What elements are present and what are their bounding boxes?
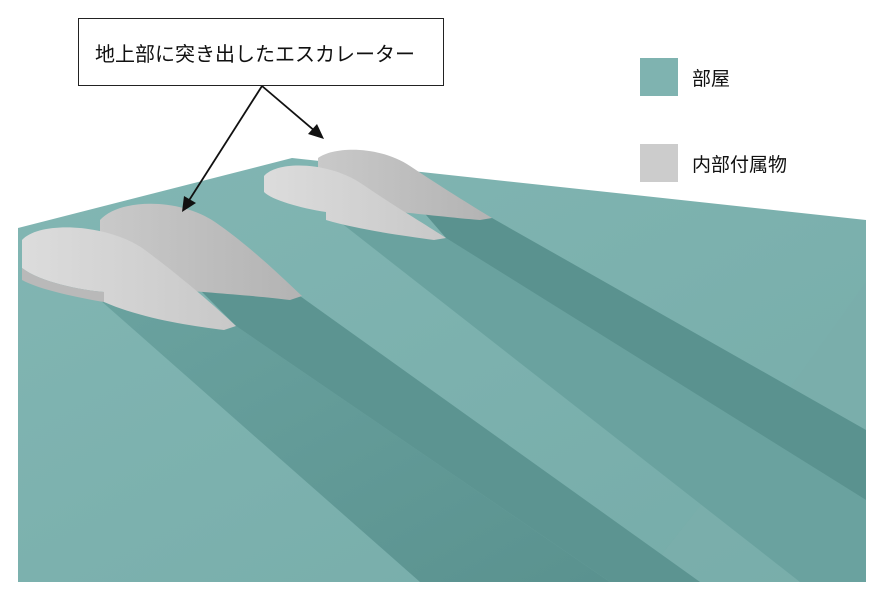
escalator-cap-left-front-face [22, 268, 104, 302]
legend-label-room: 部屋 [692, 67, 731, 90]
escalator-cap-right-front [264, 165, 446, 240]
legend-label-fixture: 内部付属物 [692, 153, 788, 176]
callout-arrowhead-right [308, 124, 324, 139]
legend-item-fixture: 内部付属物 [640, 144, 787, 182]
legend-item-room: 部屋 [640, 58, 787, 96]
escalator-shaft-right-a [340, 222, 866, 582]
callout-text: 地上部に突き出したエスカレーター [95, 41, 415, 66]
escalator-cap-left-front [22, 227, 236, 330]
escalator-shaft-left-a [100, 300, 610, 582]
escalator-cap-right-back [318, 149, 492, 220]
escalator-shaft-right-b [420, 208, 866, 500]
callout-arrow-right [261, 85, 317, 133]
callout-label-box: 地上部に突き出したエスカレーター [78, 18, 444, 86]
callout-arrowhead-left [182, 196, 196, 212]
legend-swatch-room [640, 58, 678, 96]
callout-arrow-left [187, 85, 263, 203]
escalator-shaft-left-b [178, 268, 700, 582]
legend-swatch-fixture [640, 144, 678, 182]
legend: 部屋 内部付属物 [640, 58, 787, 230]
